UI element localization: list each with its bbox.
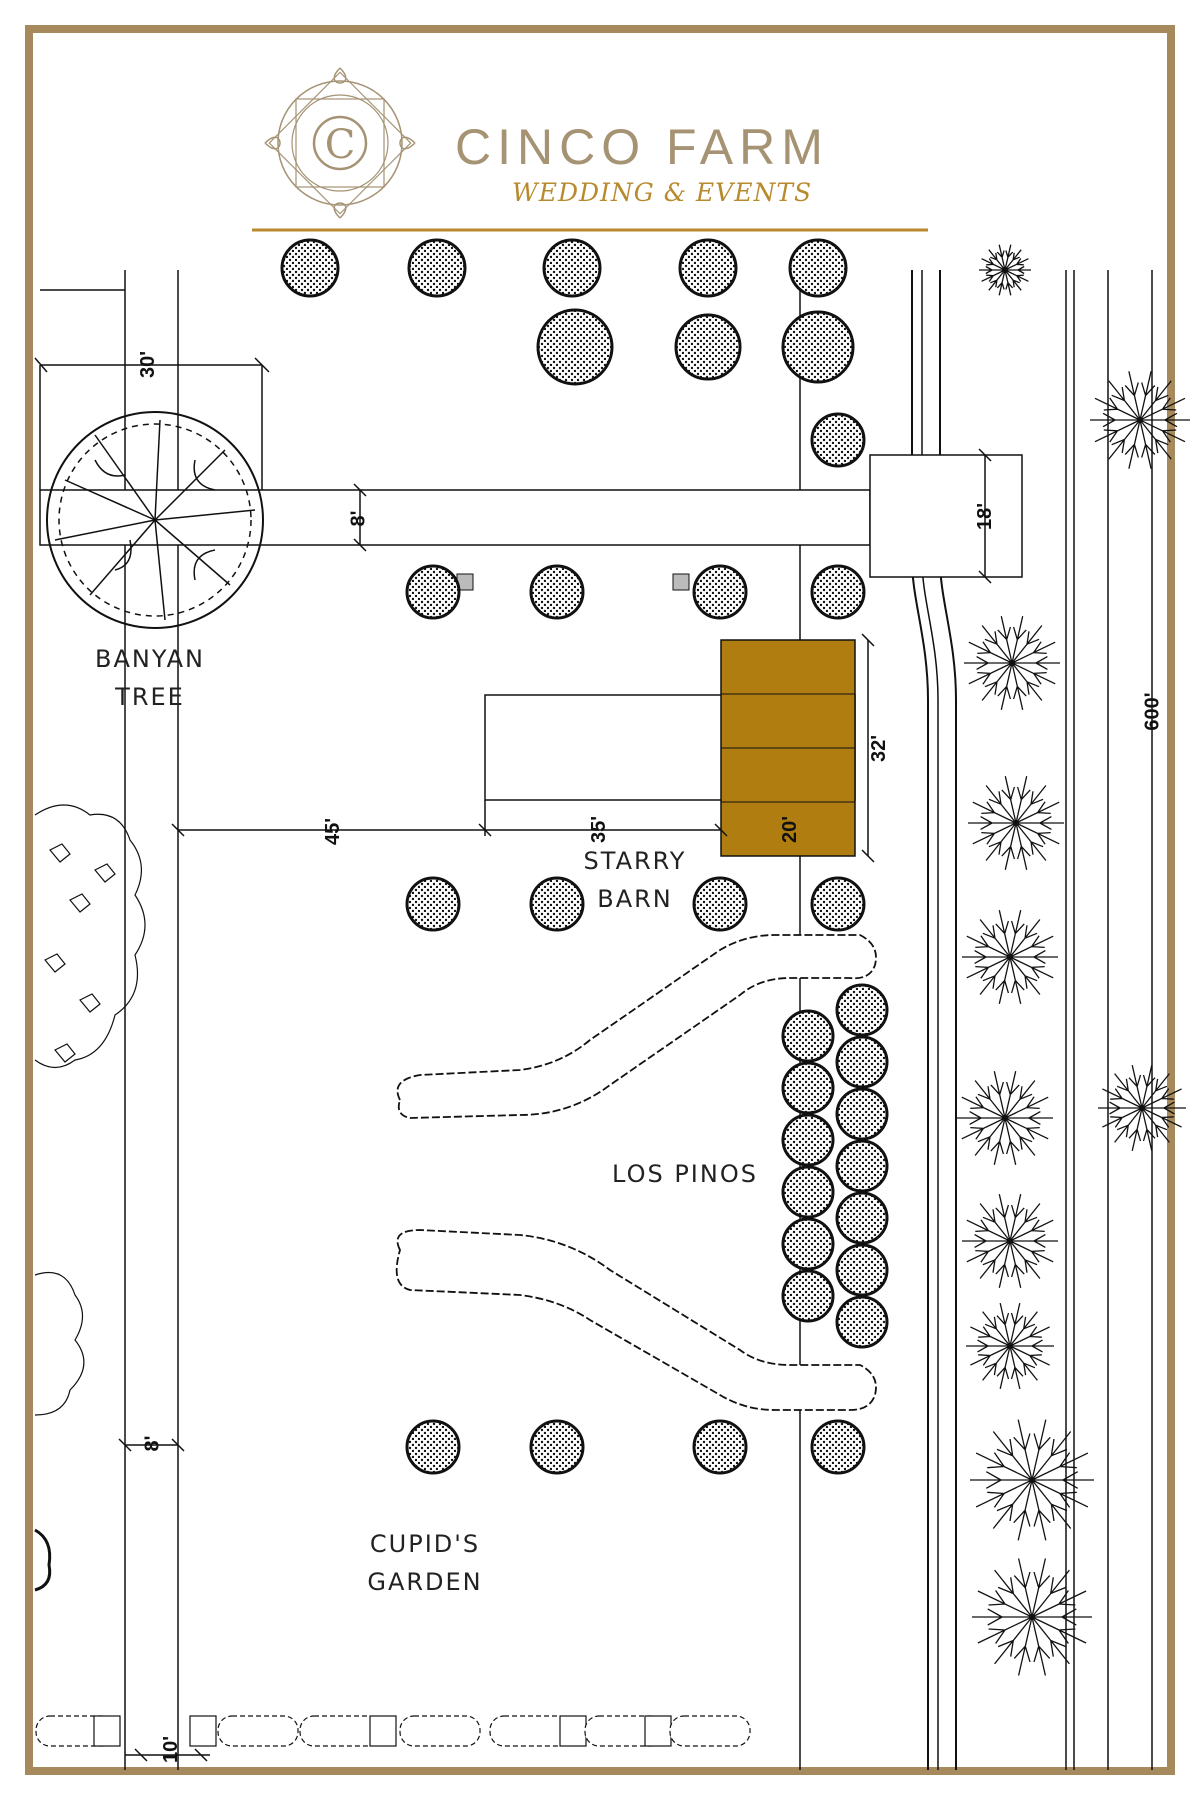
- palm-tree-icon: [962, 1194, 1058, 1288]
- tree-icon: [835, 1243, 889, 1297]
- palm-tree-icon: [957, 1071, 1053, 1165]
- label-cupids-line2: GARDEN: [367, 1568, 483, 1596]
- palm-tree-icon: [962, 910, 1058, 1004]
- label-cupids-line1: CUPID'S: [369, 1530, 481, 1558]
- tree-icon: [810, 1419, 866, 1475]
- dim-lot-length: 600': [1141, 692, 1164, 731]
- dim-setback: 45': [322, 817, 345, 846]
- tree-icon: [674, 313, 742, 381]
- entry-gate: [869, 454, 1023, 578]
- palm-tree-icon: [968, 776, 1064, 870]
- dim-path-width: 8': [347, 510, 370, 527]
- palm-tree-icon: [1098, 1064, 1186, 1152]
- dim-barn-depth: 32': [868, 734, 891, 763]
- tree-icon: [835, 1139, 889, 1193]
- palm-tree-markers: [957, 244, 1190, 1676]
- palm-tree-icon: [979, 244, 1031, 296]
- tree-icon: [781, 1217, 835, 1271]
- brand-tagline: WEDDING & EVENTS: [512, 178, 813, 207]
- tree-icon: [835, 1191, 889, 1245]
- palm-tree-icon: [970, 1419, 1094, 1541]
- label-los-pinos: LOS PINOS: [612, 1160, 758, 1188]
- light-post: [672, 573, 690, 591]
- tree-icon: [810, 412, 866, 468]
- dim-banyan-width: 30': [137, 350, 160, 379]
- tree-icon: [678, 238, 738, 298]
- left-shrubs: [34, 804, 146, 1592]
- hedge-rows: [395, 934, 877, 1411]
- tree-icon: [536, 308, 614, 386]
- tree-icon: [781, 1113, 835, 1167]
- logo-letter: C: [325, 122, 356, 168]
- tree-icon: [835, 1295, 889, 1349]
- palm-tree-icon: [966, 1302, 1054, 1390]
- starry-barn-building: [720, 639, 856, 857]
- tree-icon: [788, 238, 848, 298]
- tree-markers: [280, 238, 889, 1475]
- tree-icon: [529, 876, 585, 932]
- label-starry-line2: BARN: [597, 885, 673, 913]
- tree-icon: [781, 1009, 835, 1063]
- palm-tree-icon: [972, 1558, 1092, 1676]
- label-cupids-garden: CUPID'S GARDEN: [335, 1525, 515, 1601]
- page-border: [25, 25, 1175, 1775]
- dimension-lines: [34, 357, 992, 1762]
- tree-icon: [781, 1061, 835, 1115]
- tree-icon: [542, 238, 602, 298]
- label-banyan-tree: BANYAN TREE: [60, 640, 240, 716]
- tree-icon: [835, 983, 889, 1037]
- tree-icon: [810, 876, 866, 932]
- bottom-hedge: [35, 1715, 751, 1747]
- tree-icon: [835, 1035, 889, 1089]
- banyan-tree-icon: [46, 411, 264, 629]
- tree-icon: [781, 310, 855, 384]
- tree-icon: [835, 1087, 889, 1141]
- tree-icon: [280, 238, 340, 298]
- label-banyan-line1: BANYAN: [94, 645, 205, 673]
- brand-name: CINCO FARM: [455, 119, 829, 175]
- tree-icon: [529, 564, 585, 620]
- tree-icon: [781, 1269, 835, 1323]
- dim-bottom-offset: 10': [160, 1735, 183, 1764]
- logo-emblem: [264, 67, 416, 219]
- dim-pavilion: 35': [588, 815, 611, 844]
- dim-side-path: 8': [141, 1435, 164, 1452]
- tree-icon: [405, 876, 461, 932]
- tree-icon: [692, 876, 748, 932]
- palm-tree-icon: [964, 616, 1060, 710]
- tree-icon: [405, 1419, 461, 1475]
- tree-icon: [810, 564, 866, 620]
- dim-barn-width: 20': [779, 815, 802, 844]
- palm-tree-icon: [1090, 371, 1190, 469]
- tree-icon: [529, 1419, 585, 1475]
- main-path: [39, 489, 871, 546]
- tree-icon: [781, 1165, 835, 1219]
- label-starry-barn: STARRY BARN: [545, 842, 725, 918]
- label-starry-line1: STARRY: [583, 847, 687, 875]
- tree-icon: [407, 238, 467, 298]
- label-banyan-line2: TREE: [115, 683, 185, 711]
- tree-icon: [692, 1419, 748, 1475]
- tree-icon: [405, 564, 461, 620]
- tree-icon: [692, 564, 748, 620]
- dim-entry-width: 18': [974, 502, 997, 531]
